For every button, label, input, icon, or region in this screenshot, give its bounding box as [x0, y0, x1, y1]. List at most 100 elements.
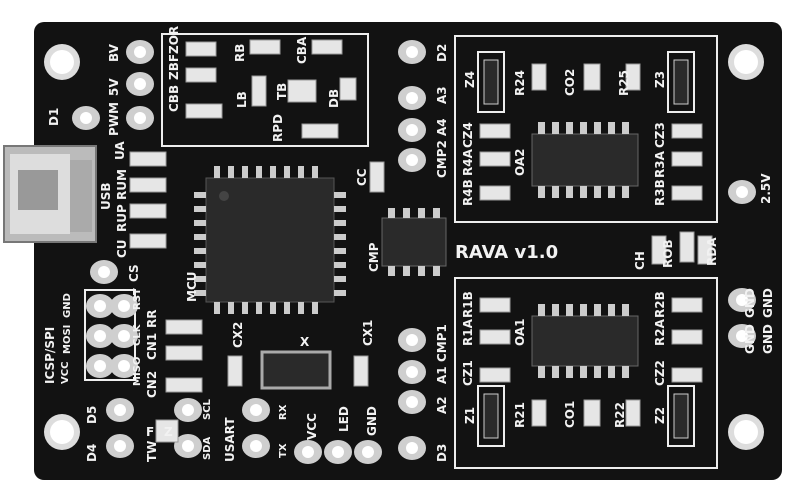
mcu-pin: [284, 302, 290, 314]
pad-drill: [406, 154, 418, 166]
pad-drill: [302, 446, 314, 458]
label-r4b: R4B: [461, 179, 475, 206]
mcu-pin: [334, 206, 346, 212]
through-hole-pads: [72, 40, 756, 464]
label-r1a: R1A: [461, 318, 475, 346]
mcu-pin: [334, 276, 346, 282]
label-rst: RST: [132, 288, 143, 310]
pad-drill: [182, 404, 194, 416]
smd-part: [625, 399, 641, 427]
smd-part: [287, 79, 317, 103]
smd-part: [479, 123, 511, 139]
smd-part: [625, 63, 641, 91]
smd-part: [479, 185, 511, 201]
label-cz4: CZ4: [461, 122, 475, 148]
smd-part: [227, 355, 243, 387]
label-rob: ROB: [661, 239, 675, 268]
label-cu: CU: [115, 239, 129, 258]
label-a2: A2: [435, 396, 449, 414]
mcu-pin: [284, 166, 290, 178]
opamp-pin: [608, 304, 615, 316]
pad-drill: [134, 78, 146, 90]
opamp-pin: [538, 304, 545, 316]
mcu-pin: [194, 192, 206, 198]
pad-drill: [736, 294, 748, 306]
mcu-pin: [312, 166, 318, 178]
label-zor: ZOR: [167, 26, 181, 54]
silk-labels: RAVA v1.0 D1 PWM 5V BV CBB ZBF ZOR RB CB…: [43, 26, 775, 462]
label-tb: TB: [275, 83, 289, 100]
label-a3: A3: [435, 86, 449, 104]
mcu-pin: [194, 262, 206, 268]
smd-part: [311, 39, 343, 55]
smd-part: [251, 75, 267, 107]
label-gnd-1: GND: [743, 288, 757, 318]
mcu-pin: [334, 192, 346, 198]
label-z1: Z1: [463, 407, 477, 424]
label-2-5v: 2.5V: [759, 173, 773, 204]
pad-drill: [118, 360, 130, 372]
label-cn1: CN1: [145, 333, 159, 360]
label-led: LED: [337, 406, 351, 432]
label-rup: RUP: [115, 204, 129, 232]
label-miso: MISO: [132, 357, 143, 386]
label-zbf: ZBF: [167, 54, 181, 80]
label-cx2: CX2: [231, 322, 245, 348]
smd-part: [249, 39, 281, 55]
mcu-pin: [270, 302, 276, 314]
smd-part: [165, 319, 203, 335]
pad-drill: [406, 334, 418, 346]
mcu-pin: [298, 166, 304, 178]
label-a1: A1: [435, 366, 449, 384]
label-r1b: R1B: [461, 291, 475, 318]
smd-part: [155, 419, 179, 443]
smd-part: [671, 185, 703, 201]
mcu-pin: [194, 276, 206, 282]
board-title: RAVA v1.0: [455, 242, 558, 263]
smd-part: [129, 177, 167, 193]
mounting-holes: [44, 44, 764, 450]
label-cbb: CBB: [167, 85, 181, 112]
label-co1: CO1: [563, 401, 577, 428]
opamp-pin: [566, 186, 573, 198]
pad-drill: [406, 92, 418, 104]
label-rda: RDA: [705, 237, 719, 266]
label-vcc2: VCC: [305, 413, 319, 440]
label-cz3: CZ3: [653, 122, 667, 148]
mcu-pin: [214, 302, 220, 314]
label-oa1: OA1: [513, 318, 527, 346]
label-z4: Z4: [463, 71, 477, 88]
label-bv: BV: [107, 43, 121, 62]
smd-part: [679, 231, 695, 263]
zener-diode: [483, 393, 499, 439]
label-cmp1: CMP1: [435, 324, 449, 362]
label-gnd-4: GND: [761, 324, 775, 354]
label-rx: RX: [278, 404, 289, 420]
label-x: X: [300, 335, 310, 349]
pad-drill: [94, 300, 106, 312]
opamp-pin: [608, 122, 615, 134]
label-usb: USB: [99, 182, 113, 210]
label-d4: D4: [85, 444, 99, 462]
label-ch: CH: [633, 251, 647, 270]
smd-part: [129, 233, 167, 249]
crystal-x: [260, 350, 332, 390]
label-gnd-3: GND: [743, 324, 757, 354]
smd-part: [651, 235, 667, 265]
opamp-pin: [594, 122, 601, 134]
label-ua: UA: [113, 141, 127, 160]
label-r2a: R2A: [653, 318, 667, 346]
label-5v: 5V: [107, 78, 121, 96]
label-r21: R21: [513, 402, 527, 428]
pad-drill: [406, 46, 418, 58]
smd-part: [697, 235, 713, 265]
opamp-pin: [552, 304, 559, 316]
pad-drill: [406, 366, 418, 378]
pad-drill: [182, 440, 194, 452]
pad-drill: [114, 440, 126, 452]
mcu-pin: [270, 166, 276, 178]
smd-part: [479, 151, 511, 167]
label-a4: A4: [435, 118, 449, 136]
smd-part: [301, 123, 339, 139]
